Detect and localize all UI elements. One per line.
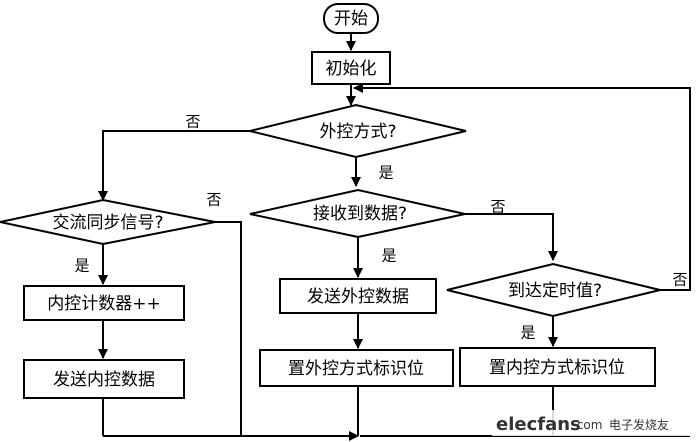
node-init: 初始化 — [311, 51, 391, 85]
node-ac-sync-label: 交流同步信号? — [52, 213, 163, 233]
node-ext-mode: 外控方式? — [249, 103, 467, 159]
node-timeout: 到达定时值? — [446, 262, 661, 318]
node-set-external-flag: 置外控方式标识位 — [259, 349, 454, 387]
watermark-cn: 电子发烧友 — [609, 417, 669, 432]
node-init-label: 初始化 — [326, 59, 377, 79]
node-send-external: 发送外控数据 — [279, 278, 437, 314]
node-counter: 内控计数器++ — [23, 285, 185, 321]
node-start: 开始 — [323, 3, 379, 34]
edge-acsync-no — [215, 221, 242, 436]
node-timeout-label: 到达定时值? — [508, 281, 602, 301]
node-ac-sync: 交流同步信号? — [0, 198, 216, 246]
watermark-suffix: ·com — [573, 418, 602, 432]
node-set-external-flag-label: 置外控方式标识位 — [288, 359, 424, 379]
node-send-internal-label: 发送内控数据 — [53, 370, 155, 390]
edge-extmode-acsync — [98, 130, 250, 201]
node-start-label: 开始 — [334, 9, 368, 29]
node-received: 接收到数据? — [249, 188, 466, 239]
label-acsync-yes: 是 — [74, 257, 89, 275]
watermark-logo: elecfans ·com 电子发烧友 — [492, 410, 698, 436]
node-set-internal-flag-label: 置内控方式标识位 — [489, 358, 625, 378]
label-extmode-yes: 是 — [378, 164, 393, 182]
node-send-internal: 发送内控数据 — [23, 359, 185, 399]
node-received-label: 接收到数据? — [313, 204, 407, 224]
node-set-internal-flag: 置内控方式标识位 — [459, 347, 656, 387]
node-send-external-label: 发送外控数据 — [307, 287, 409, 307]
edge-timeout-loop — [353, 83, 691, 291]
watermark-brand: elecfans — [496, 414, 581, 435]
node-ext-mode-label: 外控方式? — [319, 122, 396, 142]
label-timeout-yes: 是 — [520, 324, 535, 342]
label-extmode-no: 否 — [185, 113, 200, 131]
edge-received-timeout — [465, 213, 558, 261]
label-acsync-no: 否 — [206, 191, 221, 209]
label-received-no: 否 — [490, 198, 505, 216]
label-received-yes: 是 — [381, 247, 396, 265]
node-counter-label: 内控计数器++ — [47, 294, 161, 314]
label-timeout-no: 否 — [672, 271, 687, 289]
